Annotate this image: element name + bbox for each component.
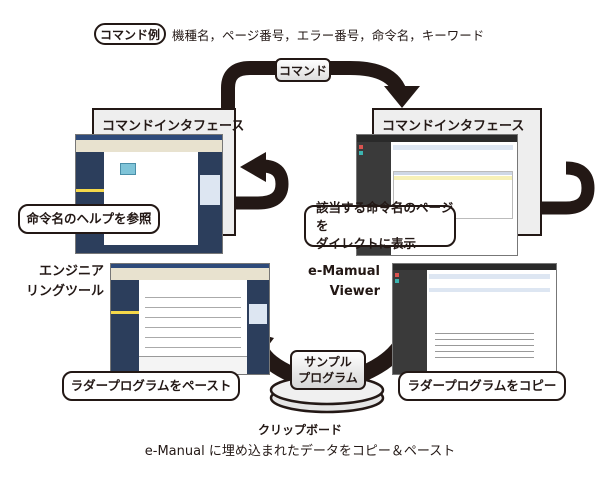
right-uturn-arrow xyxy=(536,161,595,215)
sample-ladder xyxy=(435,328,534,358)
viewer-screenshot-bottom xyxy=(392,263,557,375)
sample-program-line2: プログラム xyxy=(298,371,358,385)
diagram-caption: e-Manual に埋め込まれたデータをコピー＆ペースト xyxy=(144,444,456,459)
left-panel-title: コマンドインタフェース xyxy=(102,119,245,134)
copy-ladder-callout: ラダープログラムをコピー xyxy=(398,371,566,401)
paste-ladder-callout: ラダープログラムをペースト xyxy=(62,371,240,401)
left-uturn-arrow xyxy=(224,159,289,210)
command-flow-arrow xyxy=(221,61,407,112)
fb-block-icon xyxy=(120,163,136,175)
sample-program-box: サンプル プログラム xyxy=(290,350,366,390)
direct-page-callout: 該当する命令名のページを ダイレクトに表示 xyxy=(304,200,456,251)
command-example-badge: コマンド例 xyxy=(94,23,166,45)
right-panel-title: コマンドインタフェース xyxy=(382,119,525,134)
help-reference-callout: 命令名のヘルプを参照 xyxy=(18,204,160,234)
engineering-tool-screenshot-top xyxy=(75,134,223,254)
viewer-label-line2: Viewer xyxy=(329,284,380,300)
engineering-tool-label: エンジニア リングツール xyxy=(20,262,104,302)
command-arrow-head xyxy=(384,86,420,108)
clipboard-label: クリップボード xyxy=(257,423,342,437)
direct-page-callout-line1: 該当する命令名のページを xyxy=(316,199,454,233)
engineering-tool-label-line1: エンジニア xyxy=(38,264,104,279)
viewer-label: e-Mamual Viewer xyxy=(300,262,380,302)
engineering-tool-label-line2: リングツール xyxy=(25,284,104,300)
ladder-diagram xyxy=(145,288,241,352)
sample-program-line1: サンプル xyxy=(304,354,352,369)
viewer-label-line1: e-Mamual xyxy=(308,264,380,279)
engineering-tool-screenshot-bottom xyxy=(110,263,270,375)
left-uturn-head xyxy=(240,152,266,182)
command-box: コマンド xyxy=(275,58,331,82)
command-example-list: 機種名，ページ番号，エラー番号，命令名，キーワード xyxy=(172,28,485,43)
direct-page-callout-line2: ダイレクトに表示 xyxy=(316,236,417,252)
